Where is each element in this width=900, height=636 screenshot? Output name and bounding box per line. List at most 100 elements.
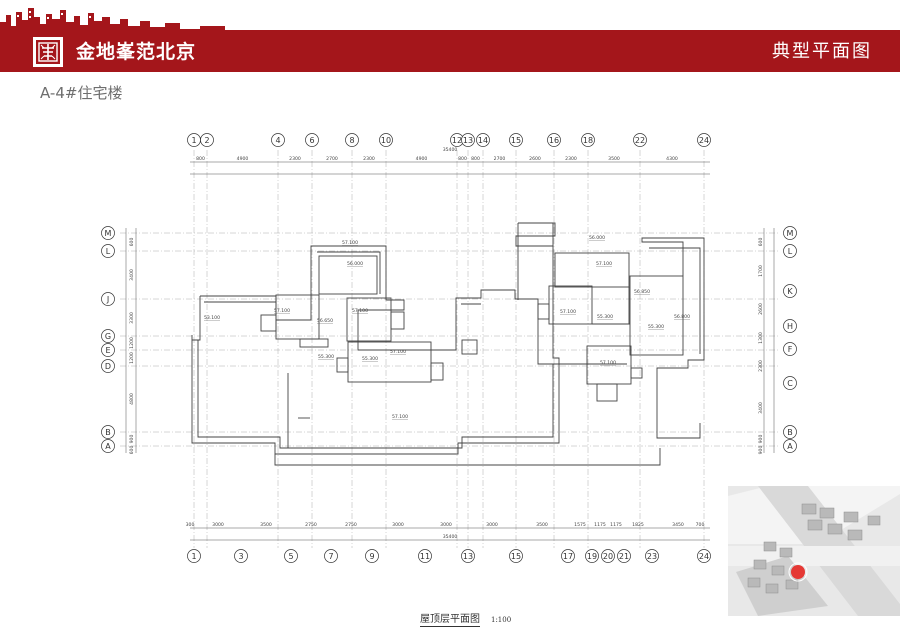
svg-text:8: 8 bbox=[349, 136, 354, 145]
right-axis-H: H bbox=[783, 319, 797, 333]
svg-text:D: D bbox=[105, 362, 111, 371]
top-axis-10: 10 bbox=[379, 133, 393, 147]
building-subtitle: A-4#住宅楼 bbox=[40, 84, 123, 102]
right-axis-F: F bbox=[783, 342, 797, 356]
bottom-axis-9: 9 bbox=[365, 549, 379, 563]
city-skyline-decoration bbox=[0, 8, 260, 34]
bottom-axis-19: 19 bbox=[585, 549, 599, 563]
svg-text:J: J bbox=[106, 295, 109, 304]
svg-text:A: A bbox=[105, 442, 111, 451]
svg-text:G: G bbox=[105, 332, 111, 341]
bottom-axis-23: 23 bbox=[645, 549, 659, 563]
left-axis-A: A bbox=[101, 439, 115, 453]
svg-text:11: 11 bbox=[420, 552, 430, 561]
bottom-dim-label: 3000 bbox=[486, 522, 498, 528]
svg-text:18: 18 bbox=[583, 136, 593, 145]
top-dim-label: 4900 bbox=[416, 156, 428, 162]
svg-text:M: M bbox=[105, 229, 112, 238]
bottom-dim-label: 1175 bbox=[610, 522, 622, 528]
right-dim-label: 900 bbox=[758, 435, 764, 444]
top-axis-16: 16 bbox=[547, 133, 561, 147]
bottom-dim-label: 1175 bbox=[594, 522, 606, 528]
elevation-mark: 56.000 bbox=[347, 261, 363, 267]
bottom-axis-15: 15 bbox=[509, 549, 523, 563]
elevation-mark: 56.650 bbox=[317, 318, 333, 324]
brand-logo bbox=[33, 37, 63, 67]
elevation-mark: 57.100 bbox=[390, 349, 406, 355]
bottom-dim-label: 3450 bbox=[672, 522, 684, 528]
right-dim-label: 3400 bbox=[758, 402, 764, 414]
bottom-axis-21: 21 bbox=[617, 549, 631, 563]
svg-text:21: 21 bbox=[619, 552, 629, 561]
drawing-caption: 屋顶层平面图 bbox=[420, 614, 480, 627]
svg-text:9: 9 bbox=[369, 552, 374, 561]
svg-text:6: 6 bbox=[309, 136, 314, 145]
top-dim-label: 2700 bbox=[494, 156, 506, 162]
bottom-dim-label: 3000 bbox=[392, 522, 404, 528]
left-axis-E: E bbox=[101, 343, 115, 357]
svg-text:20: 20 bbox=[603, 552, 613, 561]
bottom-total-dim: 35400 bbox=[443, 534, 458, 540]
dimension-lines bbox=[125, 161, 775, 541]
bottom-dim-label: 3500 bbox=[260, 522, 272, 528]
top-dim-label: 2700 bbox=[326, 156, 338, 162]
top-axis-14: 14 bbox=[476, 133, 490, 147]
svg-text:H: H bbox=[787, 322, 793, 331]
bottom-dim-label: 1575 bbox=[574, 522, 586, 528]
top-axis-8: 8 bbox=[345, 133, 359, 147]
bottom-axis-3: 3 bbox=[234, 549, 248, 563]
building-outline bbox=[191, 222, 705, 466]
svg-text:24: 24 bbox=[699, 552, 709, 561]
svg-text:A: A bbox=[787, 442, 793, 451]
left-axis-L: L bbox=[101, 244, 115, 258]
header-banner bbox=[0, 30, 900, 72]
elevation-mark: 57.100 bbox=[392, 414, 408, 420]
right-dim-label: 900 bbox=[758, 446, 764, 455]
svg-text:B: B bbox=[787, 428, 793, 437]
site-location-map bbox=[728, 486, 900, 616]
bottom-dim-label: 2750 bbox=[305, 522, 317, 528]
right-axis-B: B bbox=[783, 425, 797, 439]
svg-text:4: 4 bbox=[275, 136, 280, 145]
elevation-mark: 55.300 bbox=[597, 314, 613, 320]
top-dim-label: 800 bbox=[196, 156, 205, 162]
elevation-mark: 57.100 bbox=[560, 309, 576, 315]
top-dim-label: 4300 bbox=[666, 156, 678, 162]
left-dim-label: 1200 bbox=[129, 337, 135, 349]
top-axis-22: 22 bbox=[633, 133, 647, 147]
svg-text:17: 17 bbox=[563, 552, 573, 561]
left-axis-B: B bbox=[101, 425, 115, 439]
bottom-axis-20: 20 bbox=[601, 549, 615, 563]
right-axis-M: M bbox=[783, 226, 797, 240]
left-axis-D: D bbox=[101, 359, 115, 373]
svg-text:C: C bbox=[787, 379, 793, 388]
right-dim-label: 2300 bbox=[758, 360, 764, 372]
drawing-scale: 1:100 bbox=[491, 616, 512, 624]
right-dim-label: 2600 bbox=[758, 303, 764, 315]
page-title: 典型平面图 bbox=[772, 41, 872, 62]
elevation-mark: 56.850 bbox=[634, 289, 650, 295]
bottom-axis-17: 17 bbox=[561, 549, 575, 563]
svg-text:5: 5 bbox=[288, 552, 293, 561]
bottom-dim-label: 700 bbox=[696, 522, 705, 528]
top-axis-13: 13 bbox=[461, 133, 475, 147]
bottom-dim-label: 1825 bbox=[632, 522, 644, 528]
top-dim-label: 4900 bbox=[237, 156, 249, 162]
svg-text:13: 13 bbox=[463, 136, 473, 145]
bottom-dim-label: 3000 bbox=[212, 522, 224, 528]
grid-lines bbox=[120, 150, 780, 548]
top-dim-label: 2300 bbox=[289, 156, 301, 162]
svg-text:23: 23 bbox=[647, 552, 657, 561]
svg-text:E: E bbox=[105, 346, 110, 355]
svg-text:2: 2 bbox=[204, 136, 209, 145]
top-dim-label: 3500 bbox=[608, 156, 620, 162]
bottom-dim-label: 2750 bbox=[345, 522, 357, 528]
bottom-axis-24: 24 bbox=[697, 549, 711, 563]
elevation-mark: 57.100 bbox=[596, 261, 612, 267]
elevation-mark: 57.100 bbox=[342, 240, 358, 246]
bottom-dim-label: 3000 bbox=[440, 522, 452, 528]
svg-text:16: 16 bbox=[549, 136, 559, 145]
right-axis-K: K bbox=[783, 284, 797, 298]
right-axis-L: L bbox=[783, 244, 797, 258]
